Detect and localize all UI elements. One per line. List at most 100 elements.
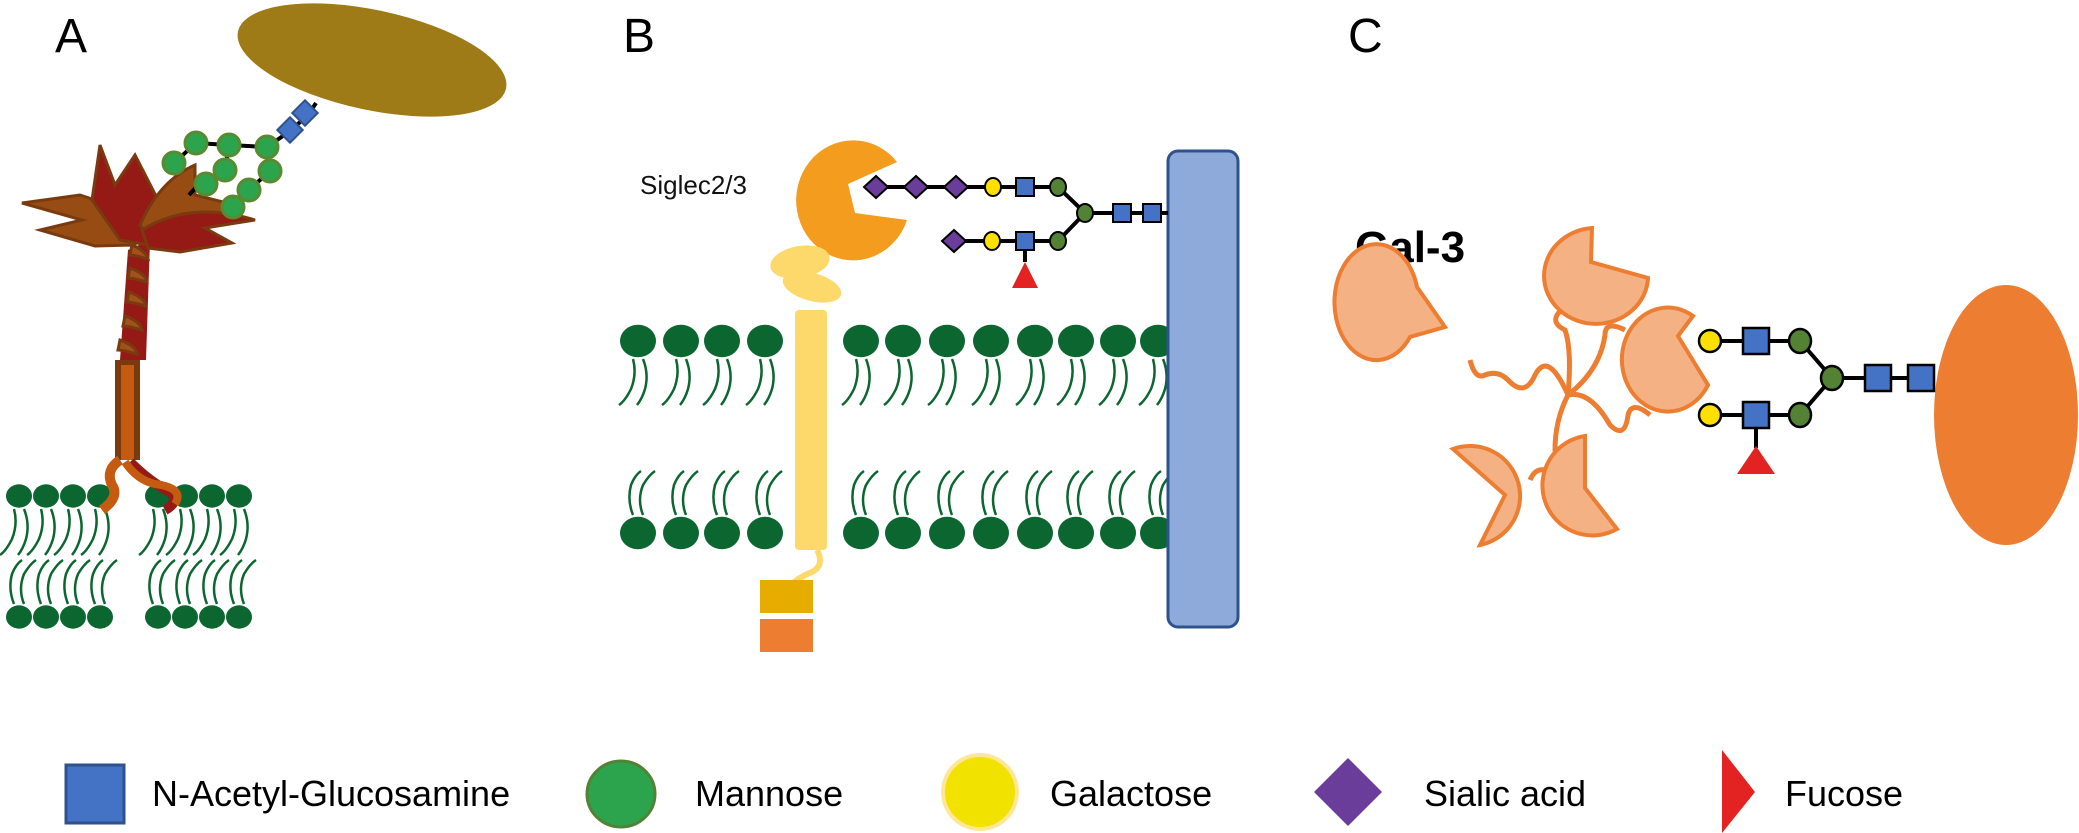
lipid-tail xyxy=(26,508,44,557)
lipid-tail xyxy=(859,358,871,406)
lipid-tail xyxy=(229,558,243,605)
lipid-tail xyxy=(937,469,951,516)
lipid-tail xyxy=(1076,469,1094,516)
lipid-head xyxy=(33,605,59,629)
lipid-tail xyxy=(971,358,989,407)
gal3-crd xyxy=(1332,242,1449,363)
lipid-tail xyxy=(192,508,210,557)
lipid-tail xyxy=(947,469,965,516)
legend-item-sialic: Sialic acid xyxy=(1314,758,1586,826)
glcnac-icon xyxy=(1142,203,1162,223)
lipid-tail xyxy=(883,358,901,407)
legend-item-glcnac: N-Acetyl-Glucosamine xyxy=(64,763,510,825)
lipid-tail xyxy=(46,558,64,605)
glcnac-icon xyxy=(1863,363,1893,393)
galactose-icon xyxy=(1697,402,1723,428)
legend: N-Acetyl-Glucosamine Mannose Galactose S… xyxy=(64,750,1903,833)
lipid-head xyxy=(747,324,783,358)
lipid-tail xyxy=(71,508,83,556)
siglec-protein xyxy=(760,140,907,652)
sialic-acid-icon xyxy=(902,174,930,200)
lipid-head xyxy=(1017,516,1053,550)
lipid-tail xyxy=(1138,358,1156,407)
mannose-icon xyxy=(1076,203,1094,223)
lipid-tail xyxy=(661,358,679,407)
lipid-tail xyxy=(17,508,29,556)
lipid-tail xyxy=(9,558,23,605)
sialic-acid-icon xyxy=(862,174,890,200)
lipid-tail xyxy=(901,358,913,406)
lipid-tail xyxy=(861,469,879,516)
lipid-head xyxy=(145,605,171,629)
lipid-tail xyxy=(202,558,216,605)
galactose-icon xyxy=(1697,328,1723,354)
lipid-tail xyxy=(158,558,176,605)
lipid-tail xyxy=(183,508,195,556)
lipid-tail xyxy=(1148,469,1162,516)
lipid-head xyxy=(843,324,879,358)
lipid-tail xyxy=(618,358,636,407)
glcnac-icon xyxy=(1015,231,1035,251)
mannose-icon xyxy=(257,158,283,184)
lipid-tail xyxy=(671,469,685,516)
lipid-tail xyxy=(53,508,71,557)
lipid-tail xyxy=(681,469,699,516)
gal3-crd xyxy=(1449,443,1523,548)
lipid-tail xyxy=(1108,469,1122,516)
lipid-tail xyxy=(1118,469,1136,516)
lipid-tail xyxy=(210,508,222,556)
panel-a-letter: A xyxy=(55,10,87,63)
glcnac-icon xyxy=(64,763,126,825)
lipid-tail xyxy=(1056,358,1074,407)
lipid-tail xyxy=(165,508,183,557)
lipid-head xyxy=(87,605,113,629)
lipid-tail xyxy=(239,558,257,605)
lipid-tail xyxy=(722,469,740,516)
lipid-head xyxy=(60,605,86,629)
lipid-tail xyxy=(745,358,763,407)
lipid-tail xyxy=(712,469,726,516)
lipid-head xyxy=(929,516,965,550)
lipid-tail xyxy=(219,508,237,557)
lipid-tail xyxy=(702,358,720,407)
galactose-icon xyxy=(984,177,1002,197)
lipid-tail xyxy=(36,558,50,605)
lipid-tail xyxy=(945,358,957,406)
lipid-tail xyxy=(1025,469,1039,516)
lipid-tail xyxy=(19,558,37,605)
lipid-head xyxy=(704,324,740,358)
mannose-icon xyxy=(212,157,238,183)
glycan-a xyxy=(161,98,320,220)
lipid-head xyxy=(199,605,225,629)
sialic-acid-icon xyxy=(942,174,970,200)
glycoprotein-b xyxy=(1166,149,1240,629)
legend-item-fucose: Fucose xyxy=(1722,750,1903,833)
legend-label: Galactose xyxy=(1050,773,1212,814)
lipid-head xyxy=(1058,516,1094,550)
mannose-icon xyxy=(585,759,657,829)
legend-label: Fucose xyxy=(1785,773,1903,814)
lipid-tail xyxy=(1015,358,1033,407)
galactose-icon xyxy=(983,231,1001,251)
lipid-tail xyxy=(636,358,648,406)
lipid-head xyxy=(1100,516,1136,550)
lipid-head xyxy=(199,484,225,508)
lipid-tail xyxy=(841,358,859,407)
lipid-tail xyxy=(90,558,104,605)
protein-head-a xyxy=(21,144,256,254)
lipid-head xyxy=(885,324,921,358)
lipid-tail xyxy=(981,469,995,516)
lipid-tail xyxy=(100,558,118,605)
mannose-icon xyxy=(1787,327,1813,355)
gal3-crds xyxy=(1332,225,1711,548)
mannose-icon xyxy=(220,194,246,220)
legend-label: N-Acetyl-Glucosamine xyxy=(152,773,510,814)
signaling-block-bottom xyxy=(760,619,813,652)
lipid-head xyxy=(33,484,59,508)
lipid-tail xyxy=(1098,358,1116,407)
lipid-tail xyxy=(80,508,98,557)
gal3-crd xyxy=(1542,225,1651,326)
panel-c-letter: C xyxy=(1348,10,1383,63)
lipid-tail xyxy=(156,508,168,556)
